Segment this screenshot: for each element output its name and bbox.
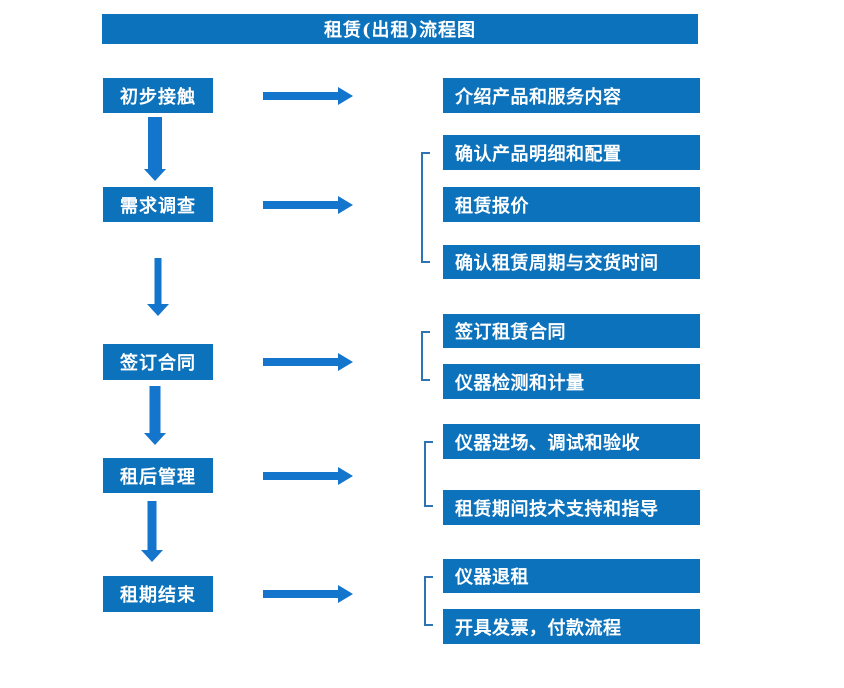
output-box-instrument-testing: 仪器检测和计量 [443,364,700,399]
down-arrow [138,501,166,562]
arrow-shaft [263,472,340,480]
output-box-tech-support: 租赁期间技术支持和指导 [443,490,700,525]
right-arrow [263,585,353,603]
right-arrow [263,467,353,485]
output-box-instrument-setup: 仪器进场、调试和验收 [443,424,700,459]
output-box-instrument-return: 仪器退租 [443,559,700,593]
bracket-connector [421,152,430,263]
right-arrow [263,87,353,105]
bracket-connector [424,441,433,507]
output-box-confirm-details: 确认产品明细和配置 [443,135,700,170]
stage-box-rental-end: 租期结束 [103,576,213,612]
arrow-head [338,87,353,105]
arrow-head [338,467,353,485]
output-box-introduce-products: 介绍产品和服务内容 [443,78,700,113]
arrow-head [338,196,353,214]
right-arrow [263,196,353,214]
diagram-title: 租赁(出租)流程图 [102,14,698,44]
stage-box-initial-contact: 初步接触 [103,78,213,113]
arrow-shaft [149,386,161,434]
down-arrow [144,258,172,316]
stage-box-sign-contract: 签订合同 [103,344,213,380]
arrow-shaft [154,258,162,305]
output-box-sign-rental-contract: 签订租赁合同 [443,314,700,348]
arrow-head [144,433,166,445]
arrow-head [338,353,353,371]
arrow-shaft [147,501,157,551]
arrow-head [147,304,169,316]
arrow-shaft [263,92,340,100]
stage-box-demand-survey: 需求调查 [103,187,213,222]
bracket-connector [421,331,430,381]
stage-box-post-rental: 租后管理 [103,458,213,493]
arrow-shaft [263,201,340,209]
right-arrow [263,353,353,371]
arrow-head [144,169,166,181]
arrow-head [338,585,353,603]
output-box-rental-quote: 租赁报价 [443,187,700,222]
output-box-invoice-payment: 开具发票，付款流程 [443,609,700,644]
down-arrow [141,386,169,445]
arrow-shaft [263,358,340,366]
arrow-shaft [263,590,340,598]
output-box-confirm-period: 确认租赁周期与交货时间 [443,245,700,279]
bracket-connector [424,576,433,626]
arrow-shaft [148,117,162,170]
arrow-head [141,550,163,562]
down-arrow [141,117,169,181]
